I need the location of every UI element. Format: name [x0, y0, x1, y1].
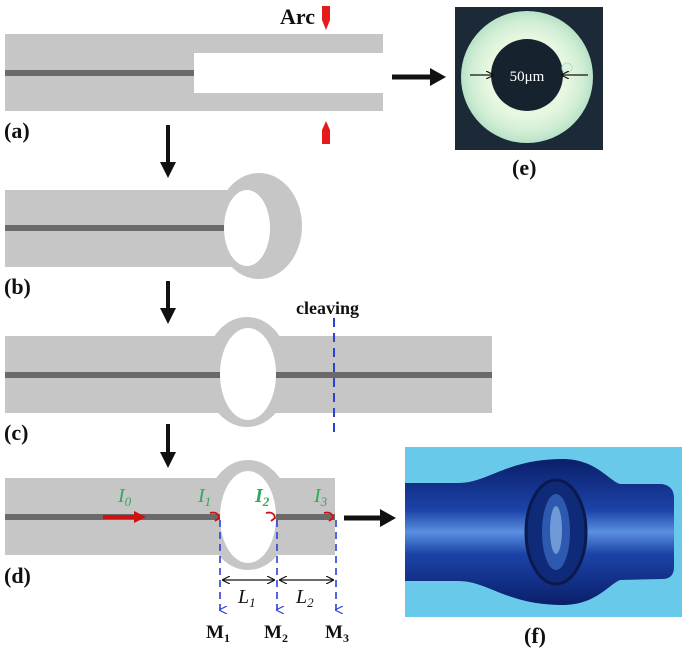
- end-face-spot: [561, 62, 573, 74]
- reflection-hook-1: [209, 511, 220, 522]
- length-label-2: L2: [295, 586, 314, 610]
- arrow-a-to-e-head: [430, 68, 446, 86]
- intensity-label-0: I0: [117, 485, 132, 509]
- arrow-a-to-b: [160, 125, 176, 178]
- reflection-hook-3: [323, 511, 334, 522]
- intensity-label-3: I3: [313, 485, 328, 509]
- mirror-label-2: M2: [264, 622, 288, 645]
- arrow-d-to-f-head: [380, 509, 396, 527]
- arrow-c-to-d: [160, 424, 176, 468]
- bubble-d-cavity: [220, 471, 276, 563]
- core-d: [5, 514, 335, 520]
- bubble-f-center: [550, 506, 562, 554]
- arc-electrode-bottom: [322, 121, 330, 144]
- arrow-b-to-c: [160, 281, 176, 324]
- incident-arrow-head: [134, 511, 146, 523]
- panel-c: cleaving (c): [4, 298, 492, 445]
- arc-electrode-top: [322, 6, 330, 30]
- mirror-label-3: M3: [325, 622, 349, 645]
- core-a: [5, 70, 194, 76]
- core-b: [5, 225, 225, 231]
- diameter-label: 50μm: [510, 69, 545, 85]
- panel-f-label: (f): [524, 623, 546, 648]
- reflection-hook-2: [265, 511, 276, 522]
- panel-a: Arc (a): [4, 4, 446, 144]
- mirror-label-1: M1: [206, 622, 230, 645]
- panel-a-label: (a): [4, 118, 30, 143]
- panel-e-label: (e): [512, 155, 536, 180]
- intensity-label-1: I1: [197, 485, 211, 509]
- panel-d-label: (d): [4, 563, 31, 588]
- panel-e: 50μm (e): [455, 7, 603, 180]
- intensity-label-2: I2: [254, 485, 270, 509]
- bubble-b-cavity: [224, 190, 270, 266]
- arc-label: Arc: [280, 4, 315, 29]
- fiber-end-hole: [491, 39, 563, 111]
- length-label-1: L1: [237, 586, 256, 610]
- panel-f: (f): [405, 447, 682, 648]
- panel-b-label: (b): [4, 274, 31, 299]
- panel-d: I0 I1 I2 I3 L1 L2 M1 M2 M3 (d): [4, 460, 396, 645]
- cleaving-label: cleaving: [296, 298, 359, 318]
- panel-b: (b): [4, 173, 302, 299]
- panel-c-label: (c): [4, 420, 28, 445]
- bubble-c-cavity: [220, 328, 276, 420]
